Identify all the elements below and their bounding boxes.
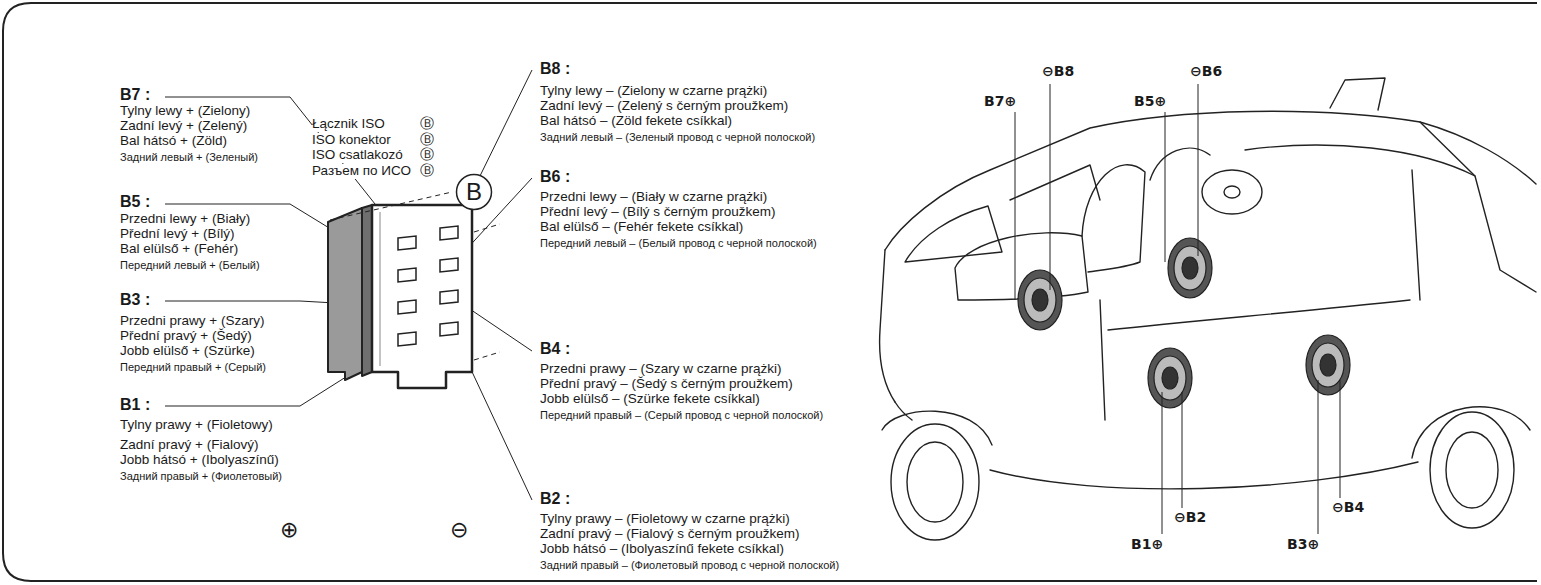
connector-legend: Разъем по ИСО [312, 164, 411, 179]
speaker-callout: ⊖B4 [1332, 500, 1364, 515]
connector-symbol: Ⓑ [420, 132, 434, 147]
wire-description: Передний левый – (Белый провод с черной … [540, 237, 817, 249]
wire-description: Jobb hátsó + (Ibolyaszínű) [120, 453, 279, 468]
wire-description: Přední pravý + (Šedý) [120, 329, 252, 344]
wire-description: Tylny lewy – (Zielony w czarne prążki) [540, 84, 767, 99]
polarity-symbol: ⊖ [450, 518, 468, 542]
wire-description: Zadní pravý – (Fialový s černým proužkem… [540, 527, 800, 542]
wire-description: Задний левый + (Зеленый) [120, 151, 258, 163]
pin-header: B8 : [540, 60, 570, 78]
wire-description: Przedni lewy – (Biały w czarne prążki) [540, 190, 767, 205]
wire-description: Jobb elülső + (Szürke) [120, 344, 255, 359]
connector-legend: Łącznik ISO [312, 117, 385, 132]
wire-description: Przedni lewy + (Biały) [120, 212, 250, 227]
polarity-symbol: ⊕ [280, 518, 298, 542]
wire-description: Zadní levý – (Zelený s černým proužkem) [540, 99, 788, 114]
speaker-callout: B5⊕ [1134, 94, 1166, 109]
wire-description: Przedni prawy + (Szary) [120, 314, 264, 329]
wire-description: Přední pravý – (Šedý s černým proužkem) [540, 377, 793, 392]
wire-description: Задний левый – (Зеленый провод с черной … [540, 131, 815, 143]
pin-header: B2 : [540, 490, 570, 508]
pin-header: B4 : [540, 340, 570, 358]
wire-description: Bal hátsó – (Zöld fekete csíkkal) [540, 114, 732, 129]
wire-description: Bal hátsó + (Zöld) [120, 134, 227, 149]
pin-header: B5 : [120, 193, 150, 211]
speaker-callout: ⊖B6 [1190, 64, 1222, 79]
wire-description: Задний правый – (Фиолетовый провод с чер… [540, 559, 839, 571]
wire-description: Bal elülső – (Fehér fekete csíkkal) [540, 220, 743, 235]
speaker-callout: B7⊕ [984, 94, 1016, 109]
pin-header: B1 : [120, 396, 150, 414]
badge-letter: B [466, 178, 482, 206]
connector-badge: B [455, 173, 493, 211]
wire-description: Jobb elülső – (Szürke fekete csíkkal) [540, 392, 760, 407]
wire-description: Задний правый + (Фиолетовый) [120, 470, 282, 482]
speaker-callout: ⊖B8 [1042, 64, 1074, 79]
connector-symbol: Ⓑ [420, 147, 434, 162]
wire-description: Zadní levý + (Zelený) [120, 119, 247, 134]
wire-description: Przedni prawy – (Szary w czarne prążki) [540, 362, 782, 377]
wire-description: Přední levý – (Bílý s černým proužkem) [540, 205, 776, 220]
speaker-callout: B1⊕ [1131, 537, 1163, 552]
wire-description: Передний левый + (Белый) [120, 259, 260, 271]
pin-header: B6 : [540, 168, 570, 186]
connector-legend: ISO konektor [312, 133, 391, 148]
wire-description: Bal elülső + (Fehér) [120, 242, 238, 257]
wire-description: Передний правый – (Серый провод с черной… [540, 409, 823, 421]
speaker-callout: ⊖B2 [1174, 510, 1206, 525]
pin-header: B7 : [120, 86, 150, 104]
wire-description: Jobb hátsó – (Ibolyaszínű fekete csíkkal… [540, 542, 784, 557]
pin-header: B3 : [120, 291, 150, 309]
wire-description: Přední levý + (Bílý) [120, 227, 234, 242]
wire-description: Tylny prawy – (Fioletowy w czarne prążki… [540, 512, 790, 527]
speaker-callout: B3⊕ [1287, 537, 1319, 552]
wire-description: Tylny prawy + (Fioletowy) [120, 418, 273, 433]
wire-description: Zadní pravý + (Fialový) [120, 438, 258, 453]
connector-symbol: Ⓑ [420, 116, 434, 131]
connector-legend: ISO csatlakozó [312, 148, 403, 163]
connector-symbol: Ⓑ [420, 163, 434, 178]
wire-description: Передний правый + (Серый) [120, 361, 266, 373]
wire-description: Tylny lewy + (Zielony) [120, 104, 250, 119]
